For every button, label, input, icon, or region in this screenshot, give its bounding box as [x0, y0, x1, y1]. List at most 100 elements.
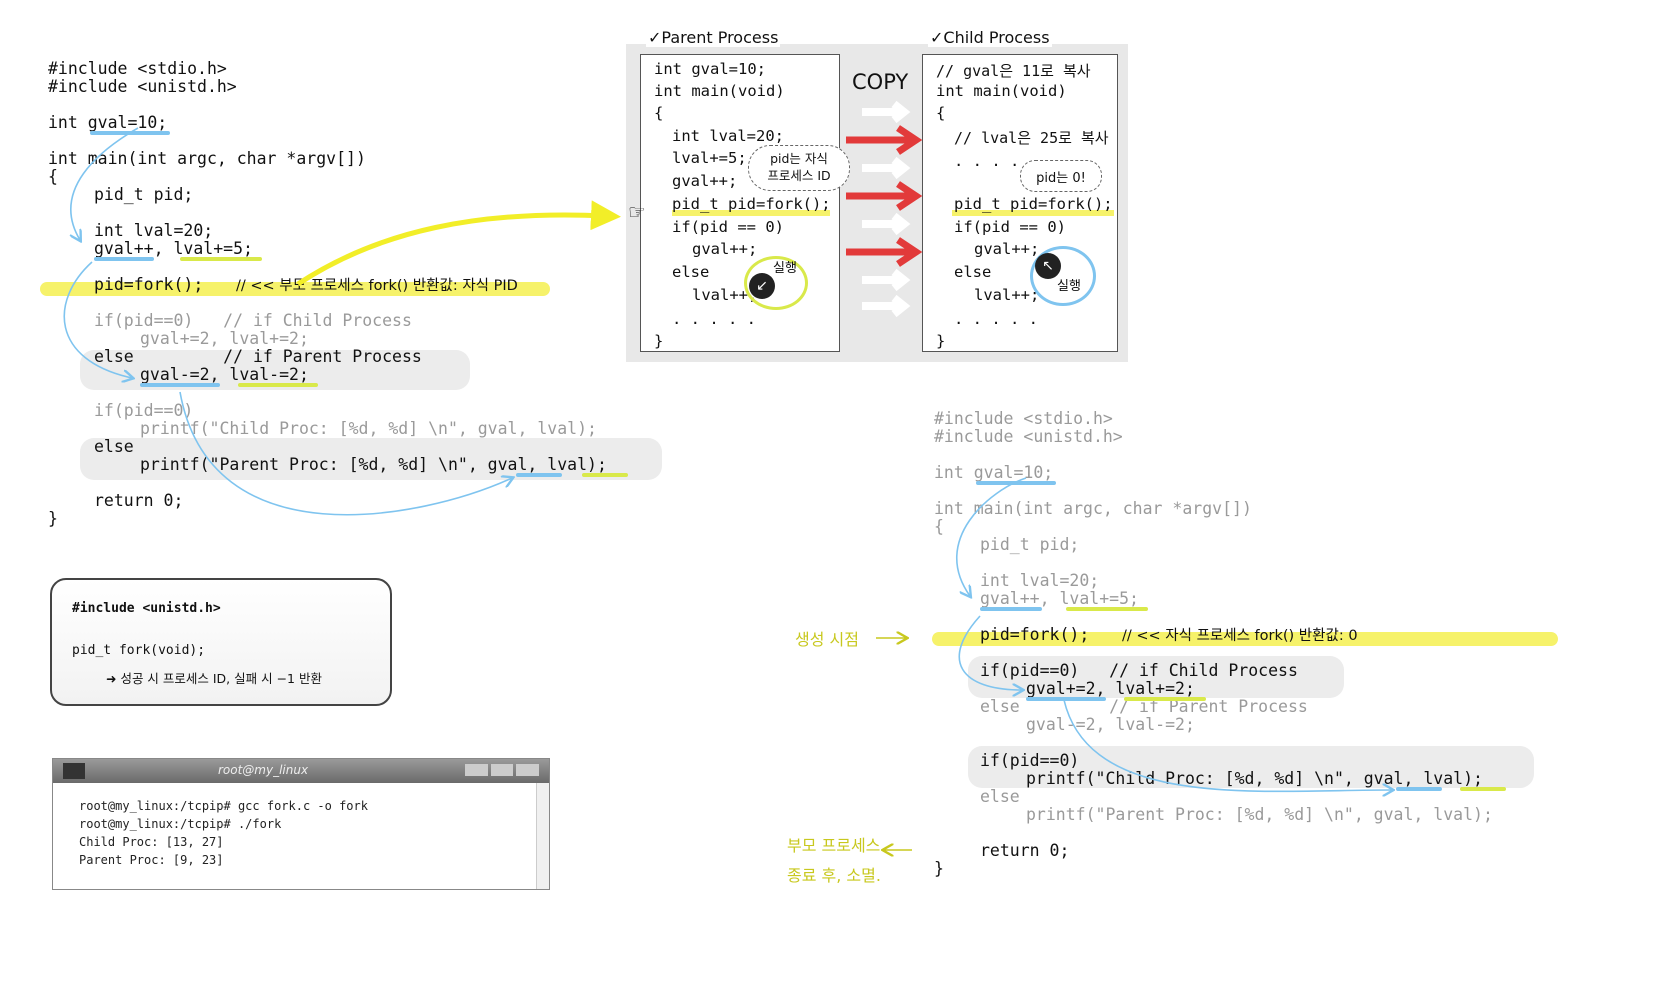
- parent-end-note-2: 종료 후, 소멸.: [787, 866, 881, 885]
- fork-box-return-desc: ➜ 성공 시 프로세스 ID, 실패 시 −1 반환: [106, 671, 322, 686]
- terminal-line: root@my_linux:/tcpip# gcc fork.c -o fork: [79, 799, 368, 813]
- code-line: pid_t pid;: [94, 185, 194, 204]
- pointing-hand-icon: ☞: [628, 200, 646, 224]
- minimize-button[interactable]: [465, 764, 488, 776]
- highlight-fork-line: [932, 632, 1558, 646]
- fork-signature-box: #include <unistd.h> pid_t fork(void); ➜ …: [50, 578, 392, 706]
- child-code-line: // gval은 11로 복사: [936, 62, 1091, 80]
- parent-code-line: int main(void): [654, 82, 785, 100]
- underline-gval: [140, 383, 220, 387]
- underline-gval: [1396, 787, 1442, 791]
- fork-box-include: #include <unistd.h>: [72, 601, 221, 616]
- code-line: int lval=20;: [94, 221, 214, 240]
- code-comment-fork: // << 부모 프로세스 fork() 반환값: 자식 PID: [236, 278, 518, 294]
- terminal-titlebar: root@my_linux: [53, 759, 549, 783]
- parent-code-line: lval++;: [692, 286, 758, 304]
- parent-code-line: int gval=10;: [654, 60, 766, 78]
- creation-point-note: 생성 시점: [795, 630, 859, 649]
- code-line-fork: pid=fork();: [980, 625, 1090, 644]
- code-line: #include <stdio.h>: [934, 409, 1113, 428]
- close-button[interactable]: [516, 764, 540, 776]
- parent-code-line: int lval=20;: [672, 127, 784, 145]
- child-code-line: . . . .: [954, 152, 1020, 170]
- parent-pid-bubble: pid는 자식 프로세스 ID: [748, 145, 850, 191]
- underline-gval: [90, 131, 170, 135]
- parent-pid-bubble-text: pid는 자식 프로세스 ID: [767, 151, 831, 183]
- child-process-box: [922, 54, 1118, 352]
- terminal-line: Parent Proc: [9, 23]: [79, 853, 224, 867]
- parent-run-marker: ↙ 실행: [744, 256, 808, 310]
- underline-lval: [582, 473, 628, 477]
- code-line: gval+=2, lval+=2;: [140, 329, 309, 348]
- child-pid-bubble-text: pid는 0!: [1036, 171, 1086, 186]
- code-line: #include <unistd.h>: [934, 427, 1123, 446]
- child-code-line: }: [936, 332, 946, 350]
- parent-code-line: lval+=5;: [672, 149, 747, 167]
- underline-lval: [1460, 787, 1506, 791]
- code-line: int main(int argc, char *argv[]): [934, 499, 1252, 518]
- code-line: else // if Parent Process: [94, 347, 422, 366]
- code-line: return 0;: [980, 841, 1070, 860]
- parent-code-line: }: [654, 332, 664, 350]
- terminal-line: root@my_linux:/tcpip# ./fork: [79, 817, 282, 831]
- underline-gval: [94, 257, 154, 261]
- child-code-line: . . . . .: [954, 310, 1038, 328]
- code-line: {: [934, 517, 944, 536]
- code-line: }: [934, 859, 944, 878]
- child-run-label: 실행: [1057, 279, 1081, 294]
- parent-code-line: gval++;: [672, 172, 738, 190]
- code-comment-fork: // << 자식 프로세스 fork() 반환값: 0: [1122, 628, 1358, 644]
- parent-end-note-1: 부모 프로세스: [787, 836, 881, 855]
- code-line: int gval=10;: [934, 463, 1054, 482]
- parent-code-line: if(pid == 0): [672, 218, 784, 236]
- code-line: if(pid==0) // if Child Process: [980, 661, 1298, 680]
- code-line: #include <unistd.h>: [48, 77, 237, 96]
- code-line: int lval=20;: [980, 571, 1100, 590]
- code-line: printf("Child Proc: [%d, %d] \n", gval, …: [1026, 769, 1483, 788]
- parent-code-line: . . . . .: [672, 310, 756, 328]
- code-line: gval-=2, lval-=2;: [1026, 715, 1195, 734]
- underline-lval: [1066, 607, 1148, 611]
- underline-lval: [1124, 697, 1206, 701]
- maximize-button[interactable]: [490, 764, 514, 776]
- code-line-fork: pid=fork();: [94, 275, 204, 294]
- parent-process-box: [640, 54, 840, 352]
- underline-gval: [516, 473, 562, 477]
- copy-label: COPY: [852, 70, 909, 94]
- fork-pointer-arrow: [296, 200, 621, 287]
- terminal-window: root@my_linux root@my_linux:/tcpip# gcc …: [52, 758, 550, 890]
- code-line: #include <stdio.h>: [48, 59, 227, 78]
- child-code-line: // lval은 25로 복사: [954, 129, 1109, 147]
- child-code-line: else: [954, 263, 992, 281]
- run-pointer-icon: ↖: [1035, 253, 1061, 279]
- child-fork-highlight: [952, 210, 1114, 216]
- code-line: int gval=10;: [48, 113, 168, 132]
- child-code-line: gval++;: [974, 240, 1040, 258]
- underline-gval: [1026, 697, 1106, 701]
- terminal-app-icon: [63, 763, 85, 779]
- code-line: if(pid==0): [980, 751, 1080, 770]
- child-code-line-fork: pid_t pid=fork();: [954, 195, 1113, 213]
- code-line: pid_t pid;: [980, 535, 1080, 554]
- highlight-if-child-block: [968, 656, 1344, 698]
- parent-code-line: else: [672, 263, 710, 281]
- parent-code-line-fork: pid_t pid=fork();: [672, 195, 831, 213]
- code-line: printf("Parent Proc: [%d, %d] \n", gval,…: [140, 455, 607, 474]
- code-line: if(pid==0): [94, 401, 194, 420]
- code-line: gval-=2, lval-=2;: [140, 365, 309, 384]
- child-process-title: ✓Child Process: [928, 28, 1052, 47]
- code-line: return 0;: [94, 491, 184, 510]
- code-line: {: [48, 167, 58, 186]
- terminal-scrollbar[interactable]: [536, 783, 549, 889]
- child-code-line: {: [936, 104, 946, 122]
- code-line: }: [48, 509, 58, 528]
- child-code-line: lval++;: [974, 286, 1040, 304]
- parent-run-label: 실행: [773, 261, 797, 276]
- code-line: else: [980, 787, 1020, 806]
- parent-code-line: gval++;: [692, 240, 758, 258]
- fork-box-signature: pid_t fork(void);: [72, 643, 206, 658]
- parent-fork-highlight: [672, 210, 830, 216]
- code-line: gval++, lval+=5;: [94, 239, 253, 258]
- underline-lval: [238, 383, 318, 387]
- terminal-title: root@my_linux: [217, 763, 309, 777]
